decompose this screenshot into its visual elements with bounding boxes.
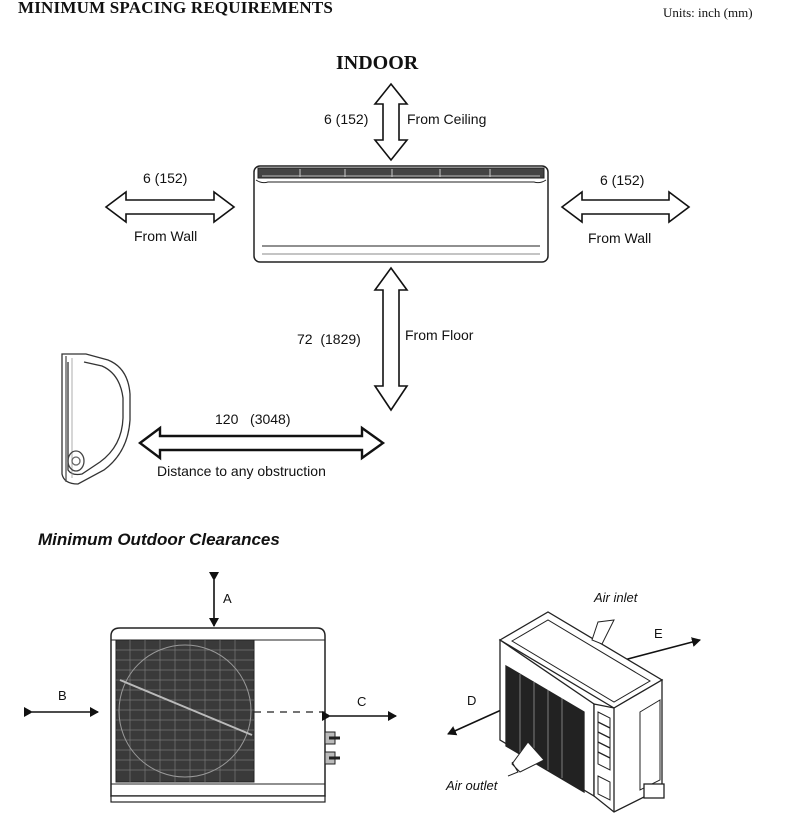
indoor-unit-side-icon: [61, 353, 131, 485]
clearance-label-d: D: [467, 693, 477, 708]
ceiling-clearance-value: 6 (152): [324, 111, 369, 127]
floor-clearance-arrow: [373, 266, 409, 412]
air-outlet-label: Air outlet: [446, 778, 498, 793]
units-label: Units: inch (mm): [663, 5, 753, 20]
outdoor-heading: Minimum Outdoor Clearances: [38, 530, 280, 549]
air-inlet-label: Air inlet: [594, 590, 638, 605]
outdoor-unit-iso-icon: [498, 611, 665, 813]
right-wall-clearance-value: 6 (152): [600, 172, 645, 188]
right-wall-clearance-label: From Wall: [588, 230, 652, 246]
indoor-heading: INDOOR: [336, 52, 419, 74]
clearance-label-e: E: [654, 626, 663, 641]
clearance-label-a: A: [223, 591, 232, 606]
outdoor-unit-icon: [110, 627, 340, 803]
clearance-label-c: C: [357, 694, 367, 709]
obstruction-clearance-arrow: [138, 425, 386, 461]
ceiling-clearance-label: From Ceiling: [407, 111, 487, 127]
page-title: MINIMUM SPACING REQUIREMENTS: [18, 0, 334, 17]
floor-clearance-value: 72 (1829): [297, 331, 361, 347]
obstruction-clearance-label: Distance to any obstruction: [157, 463, 326, 479]
clearance-label-b: B: [58, 688, 67, 703]
ceiling-clearance-arrow: [373, 82, 409, 162]
obstruction-clearance-value: 120 (3048): [215, 411, 291, 427]
left-wall-clearance-value: 6 (152): [143, 170, 188, 186]
left-wall-clearance-arrow: [104, 190, 236, 224]
floor-clearance-label: From Floor: [405, 327, 474, 343]
right-wall-clearance-arrow: [560, 190, 691, 224]
clearance-arrow-e: [614, 637, 701, 667]
indoor-unit-icon: [253, 165, 549, 263]
left-wall-clearance-label: From Wall: [134, 228, 198, 244]
